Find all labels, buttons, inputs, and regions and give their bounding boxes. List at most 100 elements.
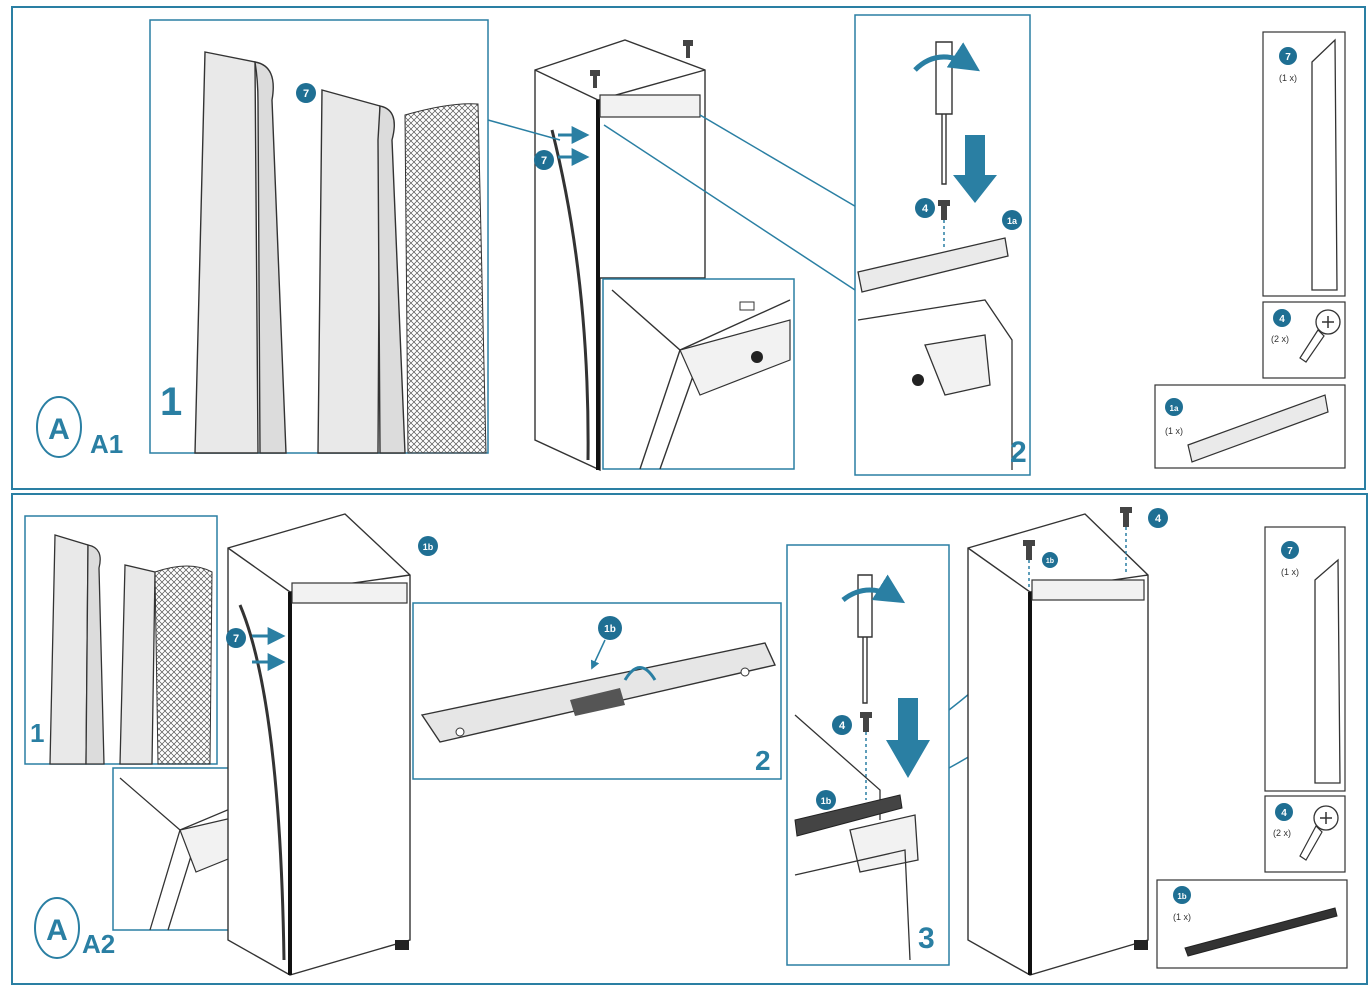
- gasket-mesh: [404, 103, 487, 454]
- part-badge: [1279, 47, 1297, 65]
- part-badge: [1273, 309, 1291, 327]
- callout-bracket-label: 1b: [604, 624, 616, 635]
- a2-step3-panel: 4 1b 3: [786, 544, 950, 966]
- callout-gasket-label: 7: [303, 88, 309, 100]
- screw-icon: [590, 70, 600, 88]
- part-qty: (1 x): [1173, 912, 1191, 922]
- screw-icon: [1299, 309, 1341, 363]
- leader-line: [487, 119, 561, 141]
- gasket-strip-right: [317, 89, 381, 454]
- leader-line: [603, 124, 856, 291]
- down-arrow-icon: [953, 135, 997, 203]
- section-label: A2: [82, 929, 115, 959]
- part-badge-label: 4: [1279, 314, 1285, 325]
- bracket-icon: [1184, 907, 1338, 957]
- a1-parts-list: 7 (1 x) 4 (2 x) 1a (1 x): [1154, 31, 1346, 469]
- screw-icon: [1023, 540, 1035, 560]
- a1-step1-panel: 7 1: [149, 19, 489, 454]
- screw-icon: [938, 200, 950, 220]
- section-a1: 7 1 A A1 7: [11, 6, 1366, 490]
- down-arrow-icon: [886, 698, 930, 778]
- callout-bracket-label: 1b: [821, 796, 832, 806]
- part-badge-label: 1a: [1170, 404, 1179, 413]
- part-badge: [1281, 541, 1299, 559]
- a2-parts-list: 7 (1 x) 4 (2 x) 1b (1 x): [1156, 526, 1348, 969]
- gasket-strip-left: [194, 51, 259, 454]
- section-a1-frame: [11, 6, 1366, 490]
- a1-hinge-inset: [602, 278, 795, 470]
- section-circle-letter: A: [48, 413, 70, 446]
- gasket-lip-left: [85, 544, 105, 765]
- a2-step1-panel: 1: [24, 515, 218, 765]
- callout-gasket-label: 7: [541, 155, 547, 167]
- part-qty: (1 x): [1279, 73, 1297, 83]
- part-badge-label: 4: [1281, 808, 1287, 819]
- callout-badge-bracket: [418, 536, 438, 556]
- callout-badge-bracket: [1002, 210, 1022, 230]
- hinge-bracket: [857, 237, 1009, 293]
- part-badge: [1165, 398, 1183, 416]
- section-a2: 1 A A2 7 1b: [11, 493, 1368, 985]
- callout-badge-bracket: [816, 790, 836, 810]
- screw-icon: [683, 40, 693, 58]
- gasket-lip-left: [254, 61, 287, 454]
- callout-gasket-label: 7: [233, 633, 239, 645]
- step-number: 2: [1010, 436, 1027, 469]
- a2-fridge-final: 4 1b: [967, 507, 1168, 976]
- callout-bracket-label: 1a: [1007, 216, 1018, 226]
- gasket-strip-icon: [1314, 558, 1341, 784]
- a1-step2-panel: 4 1a 2: [854, 14, 1031, 476]
- callout-screw-label: 4: [839, 720, 846, 732]
- callout-badge-gasket: [226, 628, 246, 648]
- bracket-icon: [1187, 394, 1329, 463]
- part-qty: (1 x): [1281, 567, 1299, 577]
- rotation-arrow-icon: [841, 574, 906, 604]
- step-number: 3: [918, 922, 935, 955]
- a2-section-label: A A2: [34, 897, 115, 959]
- screw-icon: [860, 712, 872, 732]
- callout-screw-label: 4: [922, 203, 929, 215]
- part-badge-label: 7: [1287, 546, 1293, 557]
- gasket-strip-right: [119, 564, 156, 765]
- part-qty: (2 x): [1271, 334, 1289, 344]
- callout-bracket-label: 1b: [423, 542, 434, 552]
- a1-section-label: A A1: [36, 396, 123, 459]
- part-badge: [1173, 886, 1191, 904]
- a1-fridge: 7: [487, 39, 706, 472]
- callout-badge-screw: [832, 715, 852, 735]
- callout-screw-label: 4: [1155, 513, 1162, 525]
- part-badge-label: 1b: [1177, 892, 1186, 901]
- rotation-arrow-icon: [913, 42, 981, 72]
- step-number: 2: [755, 745, 771, 776]
- callout-badge-screw: [915, 198, 935, 218]
- gasket-strip-left: [49, 534, 89, 765]
- leader-line: [699, 114, 871, 216]
- a2-step2-panel: 1b 2: [412, 602, 782, 780]
- screwdriver-icon: [935, 41, 953, 185]
- screw-icon: [1299, 805, 1339, 861]
- callout-badge-bracket: [598, 616, 622, 640]
- gasket-strip-icon: [1311, 38, 1338, 291]
- hinge-bracket: [794, 794, 903, 837]
- gasket-mesh: [154, 565, 213, 765]
- part-qty: (1 x): [1165, 426, 1183, 436]
- section-a2-frame: [11, 493, 1368, 985]
- part-badge: [1275, 803, 1293, 821]
- part-badge-label: 7: [1285, 52, 1291, 63]
- part-qty: (2 x): [1273, 828, 1291, 838]
- step-number: 1: [30, 718, 44, 748]
- callout-badge-gasket: [296, 83, 316, 103]
- a2-fridge: 7 1b: [226, 513, 438, 976]
- hinge-bracket: [420, 642, 776, 743]
- step-number: 1: [160, 380, 182, 424]
- screwdriver-icon: [857, 574, 873, 704]
- callout-badge-bracket: [1042, 552, 1058, 568]
- screw-icon: [1120, 507, 1132, 527]
- callout-bracket-label: 1b: [1046, 558, 1054, 565]
- section-circle-letter: A: [46, 914, 68, 947]
- callout-badge-gasket: [534, 150, 554, 170]
- callout-badge-screw: [1148, 508, 1168, 528]
- section-label: A1: [90, 429, 123, 459]
- gasket-lip-right: [377, 105, 406, 454]
